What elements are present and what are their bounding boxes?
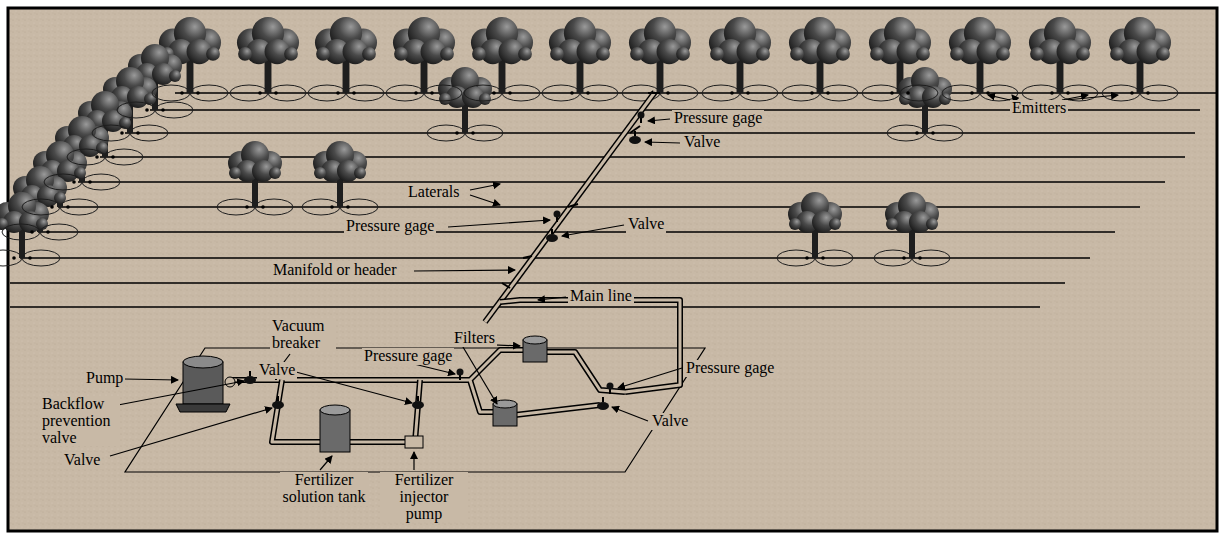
callout-label: Valve [626,216,666,233]
callout-label: Laterals [406,184,462,201]
ground [8,8,1217,531]
callout-label: Valve [62,452,102,469]
callout-label: Pressure gage [344,218,436,235]
leader-lines [110,95,1118,470]
callout-label: Valve [682,134,722,151]
callout-label: Pressure gage [362,348,454,365]
pipes [230,92,680,442]
callout-label: Valve [257,362,297,379]
callout-label: Vacuum breaker [270,318,336,352]
callout-label: Pressure gage [672,110,764,127]
trees [0,17,1171,258]
callout-label: Pump [84,370,125,387]
callout-label: Fertilizer injector pump [380,472,468,522]
callout-label: Filters [452,330,497,347]
callout-label: Emitters [1010,100,1068,117]
callout-label: Pressure gage [684,360,776,377]
callout-label: Manifold or header [271,262,399,279]
equipment-pad [125,348,705,472]
callout-label: Main line [568,288,634,305]
callout-label: Fertilizer solution tank [280,472,368,506]
fertilizer-equipment [320,405,423,452]
fittings [244,112,645,411]
callout-label: Backflow prevention valve [40,396,120,446]
lateral-lines [10,93,1216,307]
callout-label: Valve [650,413,690,430]
emitters [0,85,1178,266]
manifold-ties [502,93,660,288]
filters [493,336,547,426]
